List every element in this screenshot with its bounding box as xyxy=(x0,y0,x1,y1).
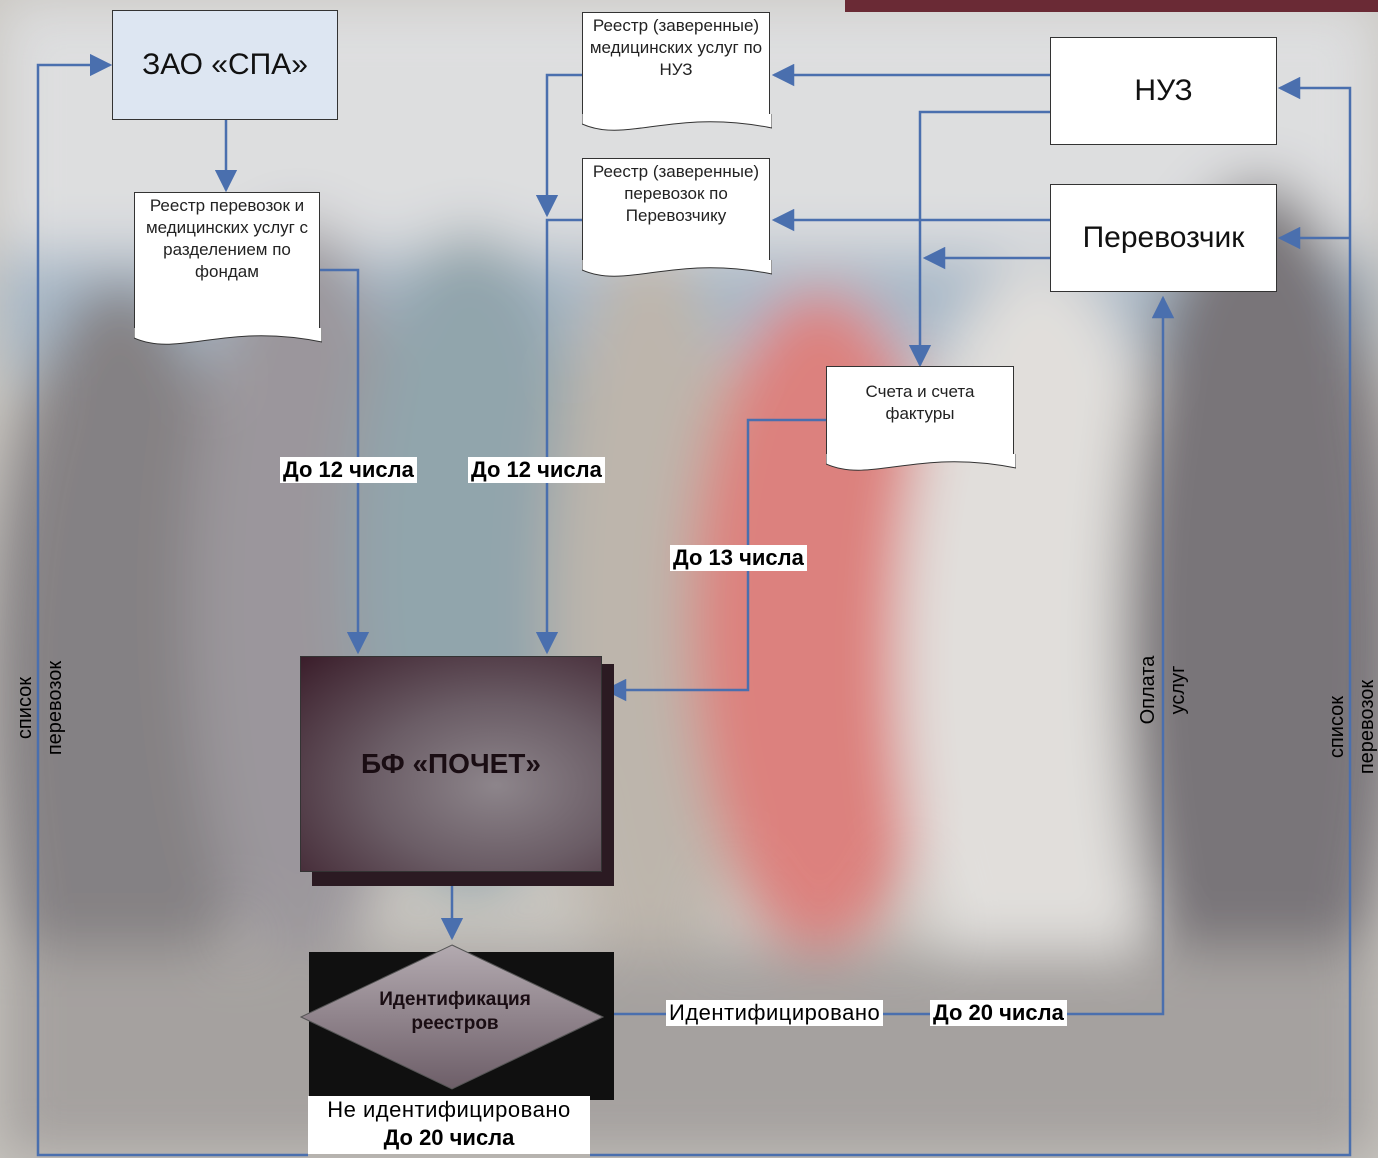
node-nuz-label: НУЗ xyxy=(1134,74,1193,107)
edge-regnuz-down xyxy=(535,73,582,218)
node-spa: ЗАО «СПА» xyxy=(112,10,338,120)
edge-regcarrier-pochet xyxy=(535,218,582,655)
label-deadline-13: До 13 числа xyxy=(670,545,807,571)
doc-registry-nuz-text: Реестр (заверенные) медицинских услуг по… xyxy=(589,16,763,79)
doc-registry-split-text: Реестр перевозок и медицинских услуг с р… xyxy=(145,196,309,281)
doc-registry-split: Реестр перевозок и медицинских услуг с р… xyxy=(134,192,322,345)
node-spa-label: ЗАО «СПА» xyxy=(142,48,308,81)
label-identified: Идентифицировано xyxy=(666,1000,884,1026)
node-nuz: НУЗ xyxy=(1050,37,1277,145)
doc-invoices: Счета и счета фактуры xyxy=(826,366,1016,471)
edge-list-left xyxy=(36,53,308,1157)
node-perevozchik: Перевозчик xyxy=(1050,184,1277,292)
label-list-right: список перевозок xyxy=(1326,679,1378,775)
node-perevozchik-label: Перевозчик xyxy=(1082,221,1245,254)
label-not-identified-block: Не идентифицировано До 20 числа xyxy=(308,1096,590,1154)
label-not-identified: Не идентифицировано xyxy=(327,1097,571,1122)
node-pochet: БФ «ПОЧЕТ» xyxy=(300,656,602,872)
identification-diamond xyxy=(300,944,604,1090)
edge-list-right xyxy=(590,76,1352,1157)
label-deadline-12-a: До 12 числа xyxy=(280,457,417,483)
identification-label: Идентификация реестров xyxy=(379,989,531,1034)
doc-registry-carrier-text: Реестр (заверенные) перевозок по Перевоз… xyxy=(592,162,760,225)
label-deadline-20-b: До 20 числа xyxy=(383,1125,515,1150)
label-payment: Оплата услуг xyxy=(1137,655,1189,725)
label-deadline-20-a: До 20 числа xyxy=(930,1000,1067,1026)
label-list-left: список перевозок xyxy=(14,660,66,756)
node-pochet-label: БФ «ПОЧЕТ» xyxy=(361,748,541,779)
doc-invoices-text: Счета и счета фактуры xyxy=(865,382,975,423)
edge-registry-pochet xyxy=(318,268,370,655)
doc-registry-carrier: Реестр (заверенные) перевозок по Перевоз… xyxy=(582,158,772,277)
edge-nuz-invoices xyxy=(908,110,1050,368)
label-deadline-12-b: До 12 числа xyxy=(468,457,605,483)
doc-registry-nuz: Реестр (заверенные) медицинских услуг по… xyxy=(582,12,772,131)
